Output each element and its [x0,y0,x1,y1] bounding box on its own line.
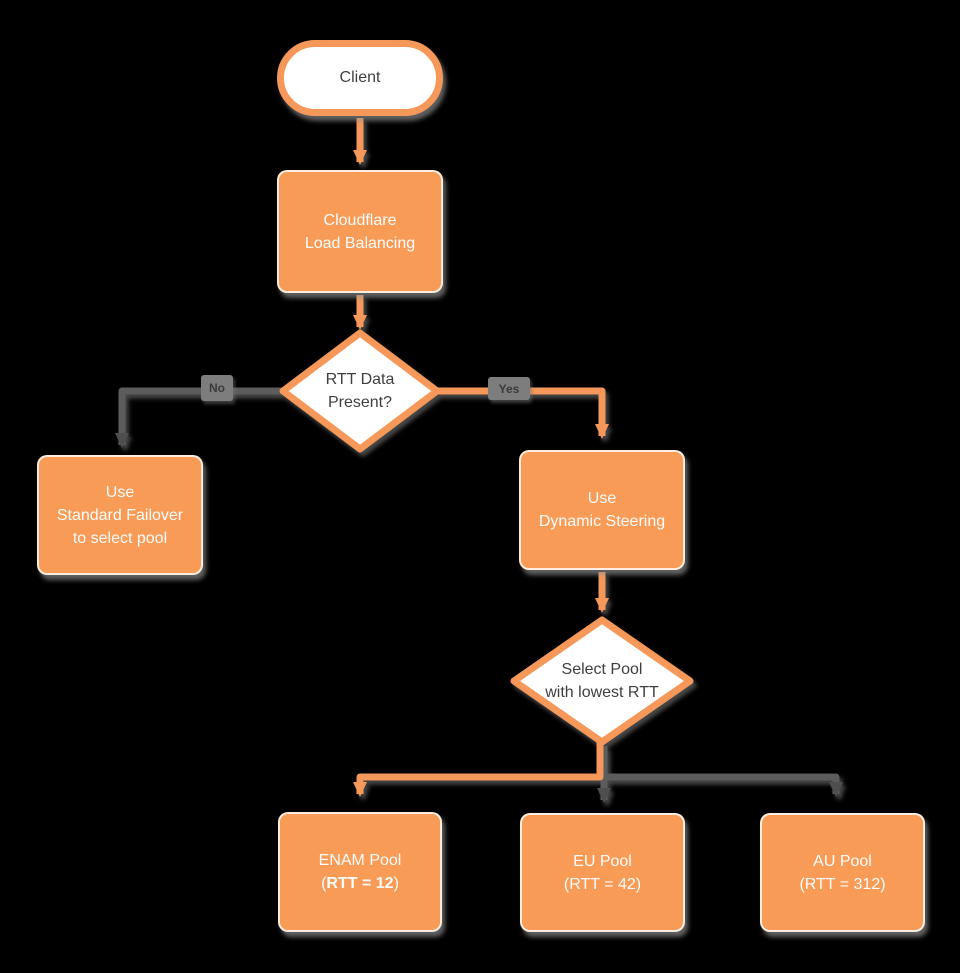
no-label-text: No [209,381,225,395]
edge-pool-decision-to-au [600,746,843,797]
edge-label-yes: Yes [488,377,530,400]
au-pool-node: AU Pool (RTT = 312) [760,813,925,932]
rtt-decision-label: RTT Data Present? [325,371,395,411]
client-node: Client [277,40,443,116]
load-balancer-node: Cloudflare Load Balancing [277,170,443,293]
eu-pool-rtt: (RTT = 42) [563,875,642,893]
enam-pool-name: ENAM Pool [318,852,402,869]
enam-rtt-suffix: ) [393,875,399,892]
standard-failover-node: Use Standard Failover to select pool [37,455,203,575]
rtt-decision-diamond [279,329,441,453]
edge-label-no: No [201,375,233,401]
pool-decision-diamond [510,616,694,746]
yes-label-text: Yes [498,381,520,396]
enam-pool-node: ENAM Pool (RTT = 12) [278,812,442,932]
au-pool-name: AU Pool [813,852,872,870]
enam-rtt-prefix: ( [321,875,327,892]
eu-pool-name: EU Pool [573,852,632,870]
enam-pool-rtt: (RTT = 12) [321,872,399,895]
edge-pool-decision-to-enam [353,742,604,797]
enam-rtt-value: RTT = 12 [326,875,394,892]
au-pool-rtt: (RTT = 312) [799,875,886,893]
pool-decision-label: Select Pool with lowest RTT [545,661,659,701]
eu-pool-node: EU Pool (RTT = 42) [520,813,685,932]
client-label: Client [339,69,381,86]
dynamic-steering-node: Use Dynamic Steering [519,450,685,570]
